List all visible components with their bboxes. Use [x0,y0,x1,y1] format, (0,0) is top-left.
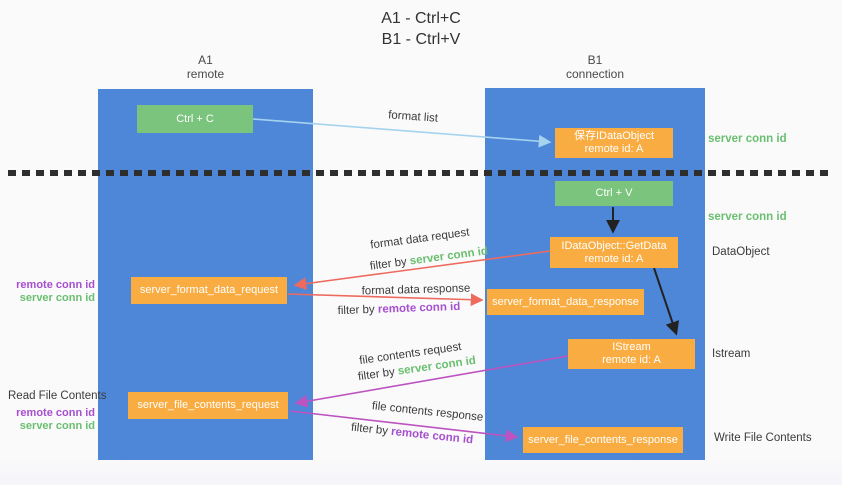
separator-dashed-line [8,170,832,176]
node-ctrl-c-label: Ctrl + C [176,112,214,125]
node-server-format-data-request: server_format_data_request [131,277,287,304]
server-conn-id-side-label: server conn id [19,292,95,304]
istream-side-label: Istream [712,348,751,360]
getdata-to-istream-arrow [653,267,680,336]
node-server-format-data-request-label: server_format_data_request [139,284,279,296]
right-column-role: connection [565,67,625,81]
node-istream: IStream remote id: A [568,339,695,369]
node-save-dataobject-line1: 保存IDataObject [573,130,655,142]
format-data-request-arrow [293,250,551,290]
title-line-1: A1 - Ctrl+C [381,10,461,27]
diagram-title: A1 - Ctrl+C B1 - Ctrl+V [0,8,842,50]
remote-conn-id-side-label: remote conn id [16,407,95,419]
node-ctrl-v-label: Ctrl + V [595,187,633,199]
file-contents-request-arrow [294,355,569,408]
server-conn-id-label-top: server conn id [708,133,787,145]
node-server-file-contents-response: server_file_contents_response [523,427,683,453]
filter-by-text: filter by [337,303,379,318]
node-getdata-line1: IDataObject::GetData [561,239,667,252]
left-column-name: A1 [198,53,213,67]
left-column-role: remote [186,67,225,81]
node-ctrl-v: Ctrl + V [555,181,673,206]
format-conn-id-pair: remote conn id server conn id [10,279,95,305]
node-getdata: IDataObject::GetData remote id: A [550,237,678,268]
node-ctrl-c: Ctrl + C [137,105,253,133]
node-server-file-contents-response-label: server_file_contents_response [528,433,678,446]
server-conn-id-label-mid: server conn id [708,211,787,223]
remote-conn-id-text: remote conn id [377,300,461,316]
left-column-header: A1 remote [98,53,313,81]
dataobject-label: DataObject [712,246,770,258]
node-istream-line1: IStream [612,341,651,353]
node-server-file-contents-request: server_file_contents_request [128,392,288,419]
read-file-contents-label: Read File Contents [8,390,107,402]
title-line-2: B1 - Ctrl+V [381,31,461,48]
node-save-dataobject: 保存IDataObject remote id: A [555,128,673,158]
right-column-header: B1 connection [485,53,705,81]
node-server-file-contents-request-label: server_file_contents_request [137,399,279,411]
write-file-contents-label: Write File Contents [714,432,812,444]
remote-conn-id-side-label: remote conn id [16,279,95,291]
format-list-arrow [252,118,552,148]
node-server-format-data-response: server_format_data_response [487,289,644,315]
file-contents-response-arrow [289,410,519,443]
node-server-format-data-response-label: server_format_data_response [492,295,639,308]
node-save-dataobject-line2: remote id: A [584,143,644,155]
file-conn-id-pair: remote conn id server conn id [10,407,95,433]
server-conn-id-side-label: server conn id [19,420,95,432]
node-getdata-line2: remote id: A [584,252,644,265]
format-data-response-arrow [287,293,484,307]
right-column-name: B1 [587,53,603,67]
node-istream-line2: remote id: A [602,354,661,366]
